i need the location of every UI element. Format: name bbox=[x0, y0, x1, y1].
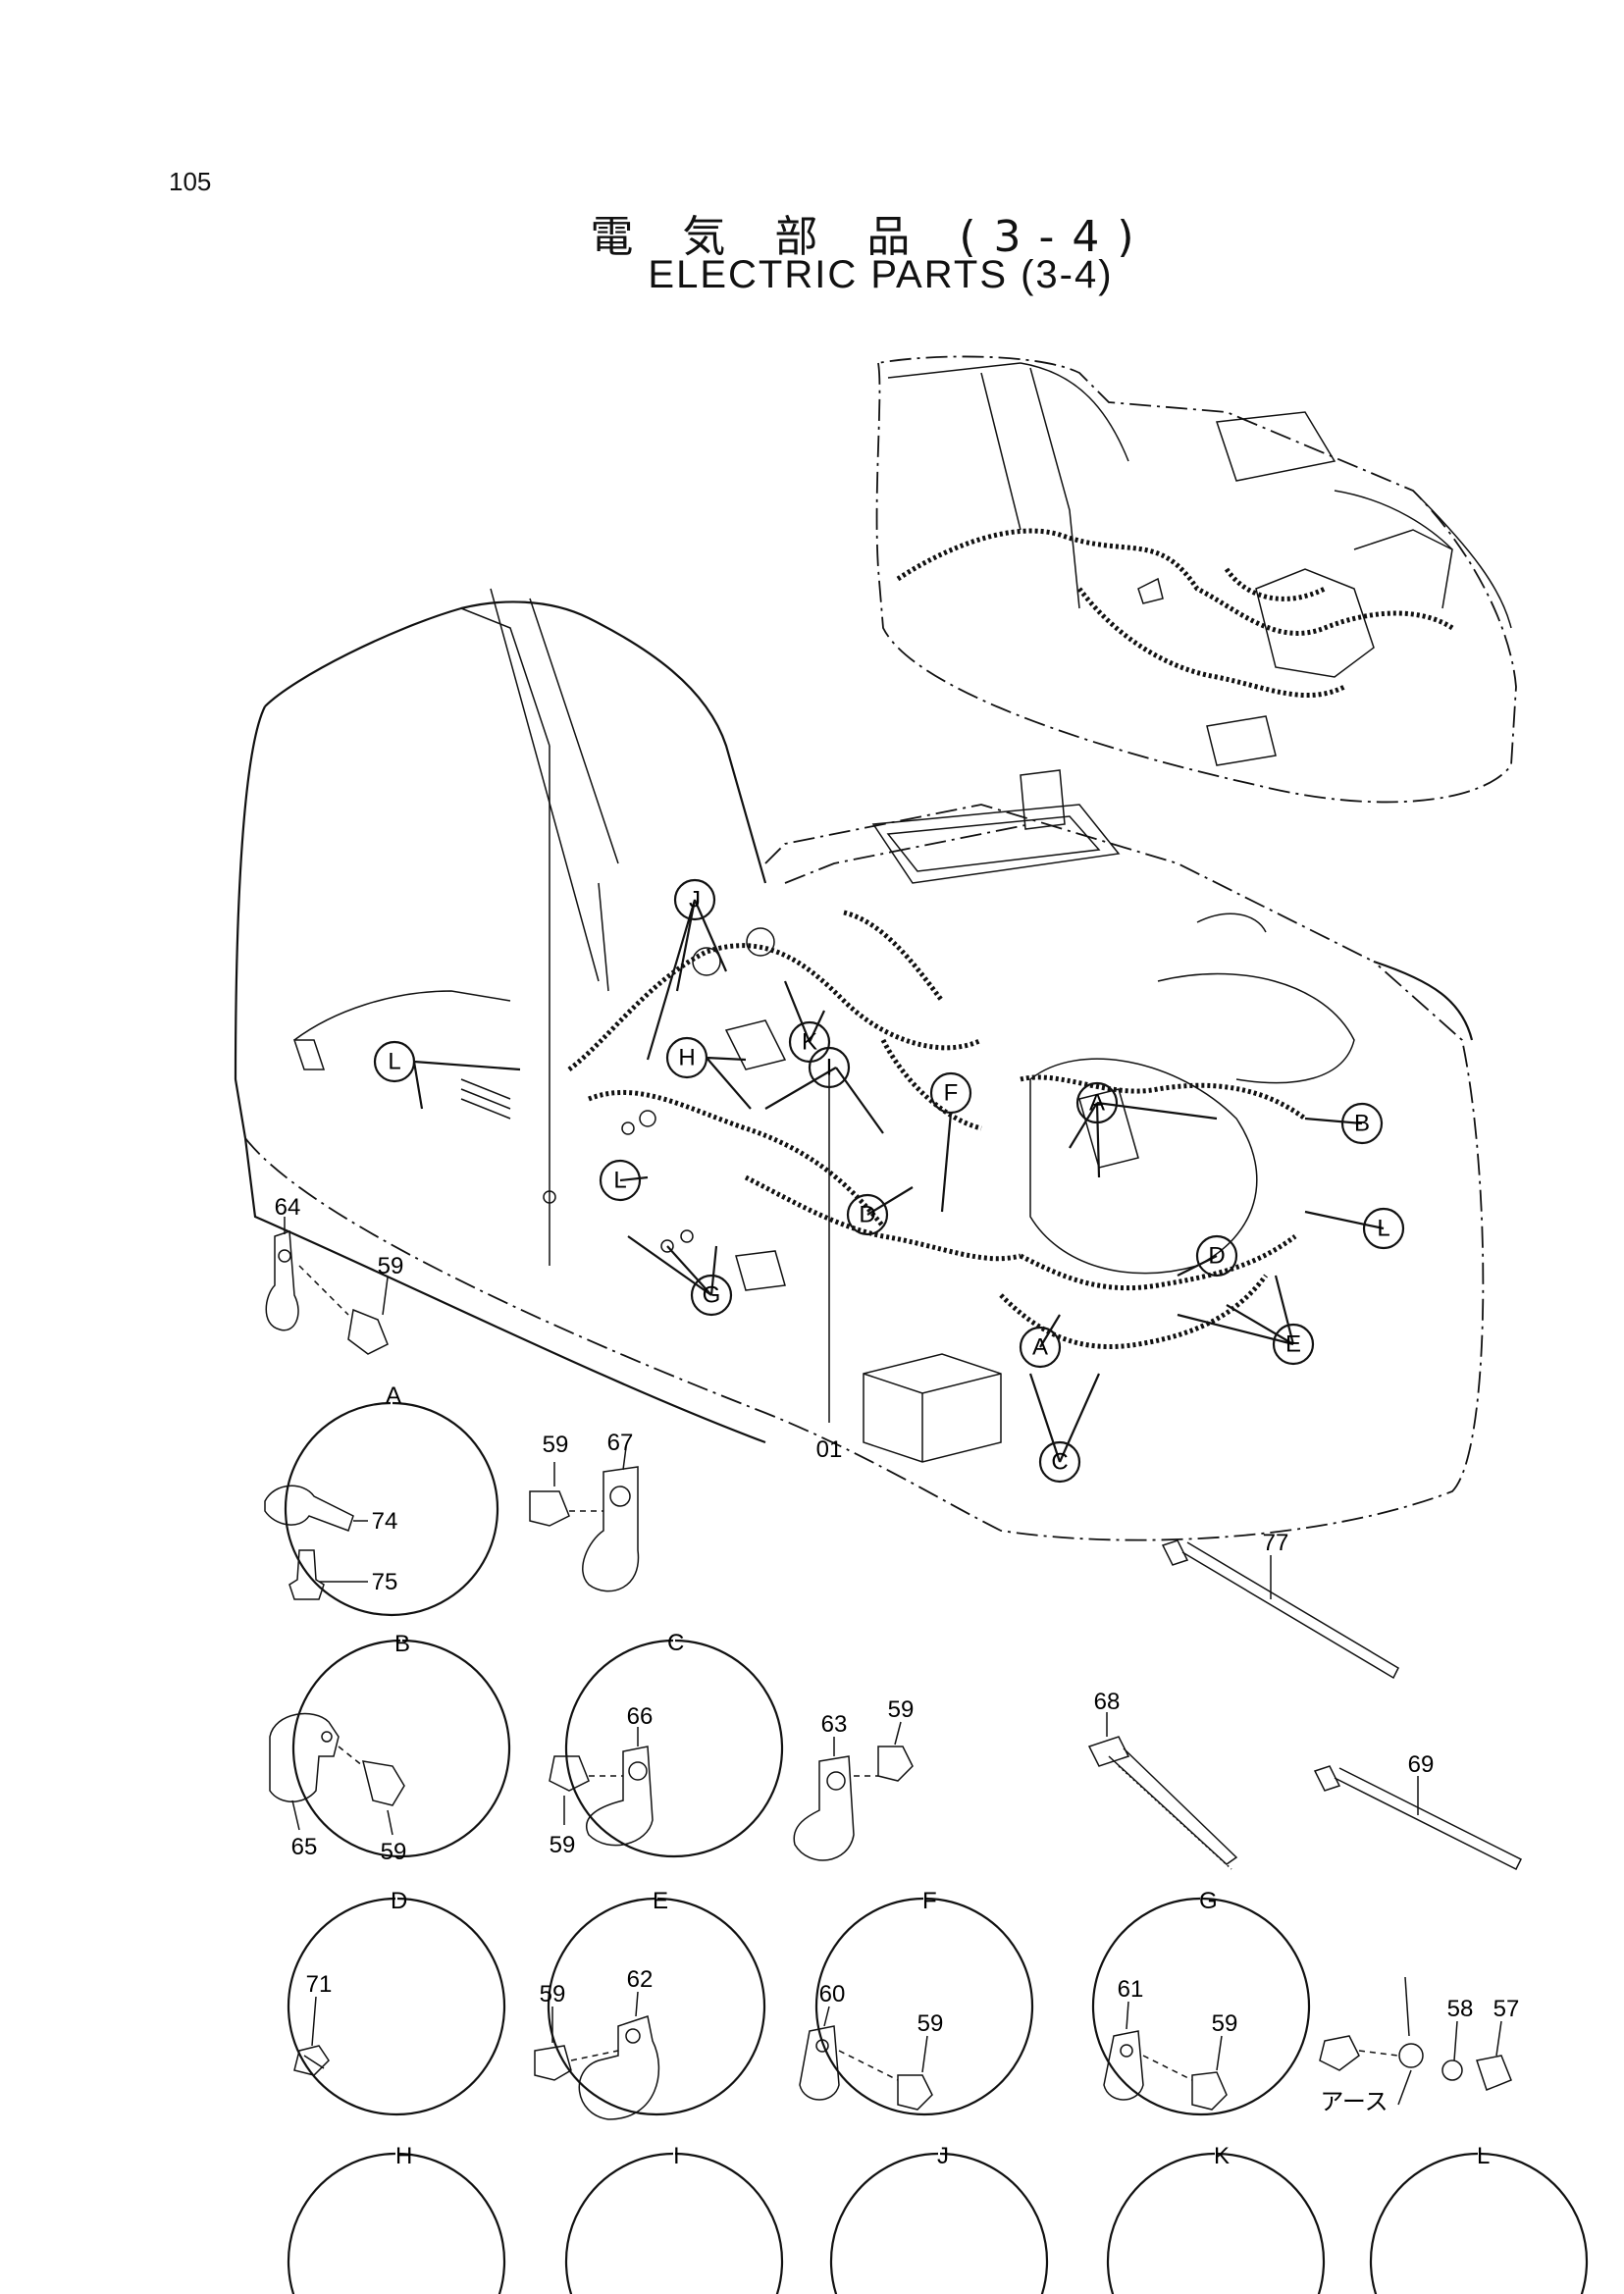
cable-tie-77: 77 bbox=[1161, 1530, 1399, 1680]
svg-text:K: K bbox=[1214, 2143, 1230, 2169]
detail-L: 58 57 アース L bbox=[1319, 1976, 1589, 2294]
callout-L: L bbox=[373, 1040, 416, 1083]
callout-leaders bbox=[412, 899, 1385, 1463]
svg-text:59: 59 bbox=[1212, 2010, 1238, 2037]
detail-K: 61 59 K bbox=[1103, 1976, 1326, 2294]
title-japanese: 電 気 部 品 (3-4) bbox=[590, 212, 1152, 262]
detail-A: 64 59 A bbox=[265, 1194, 499, 1617]
svg-text:L: L bbox=[1377, 1216, 1389, 1242]
detail-F: 63 59 F bbox=[793, 1696, 1034, 2116]
svg-text:D: D bbox=[1208, 1243, 1225, 1270]
detail-H: 71 H bbox=[287, 1971, 506, 2294]
svg-text:59: 59 bbox=[888, 1696, 915, 1723]
detail-B: 74 75 B bbox=[264, 1485, 511, 1858]
svg-text:62: 62 bbox=[627, 1966, 654, 1993]
svg-text:A: A bbox=[1089, 1090, 1105, 1117]
svg-text:63: 63 bbox=[821, 1711, 848, 1738]
svg-text:77: 77 bbox=[1263, 1530, 1289, 1556]
svg-text:H: H bbox=[678, 1045, 695, 1071]
callout-J: J bbox=[673, 878, 716, 921]
detail-G: 68 G bbox=[1087, 1689, 1311, 2116]
svg-text:01: 01 bbox=[816, 1436, 843, 1463]
inset-machine-overview bbox=[875, 355, 1517, 804]
svg-text:59: 59 bbox=[917, 2010, 944, 2037]
detail-E: 59 66 E bbox=[547, 1703, 766, 2116]
callout-F: F bbox=[929, 1071, 972, 1115]
callout-G: G bbox=[690, 1274, 733, 1317]
svg-text:A: A bbox=[1032, 1334, 1048, 1361]
callout-H: H bbox=[665, 1036, 708, 1079]
detail-J: 60 59 J bbox=[799, 1981, 1049, 2294]
svg-text:64: 64 bbox=[275, 1194, 301, 1221]
callout-A: A bbox=[1019, 1326, 1062, 1369]
svg-text:59: 59 bbox=[543, 1432, 569, 1458]
svg-text:71: 71 bbox=[306, 1971, 333, 1998]
main-machine-view bbox=[234, 588, 1485, 1541]
callout-E: E bbox=[1272, 1323, 1315, 1366]
svg-text:G: G bbox=[703, 1282, 721, 1309]
detail-C: 59 67 C bbox=[529, 1430, 784, 1858]
detail-I: 59 62 I bbox=[534, 1966, 784, 2294]
svg-text:J: J bbox=[937, 2143, 949, 2169]
svg-text:H: H bbox=[395, 2143, 412, 2169]
svg-text:66: 66 bbox=[627, 1703, 654, 1730]
svg-text:D: D bbox=[391, 1888, 407, 1914]
svg-text:67: 67 bbox=[607, 1430, 634, 1456]
cable-tie-69: 69 bbox=[1313, 1751, 1523, 1871]
svg-text:E: E bbox=[653, 1888, 668, 1914]
page-number: 105 bbox=[169, 167, 212, 196]
svg-text:L: L bbox=[388, 1049, 400, 1075]
svg-text:A: A bbox=[386, 1382, 401, 1409]
main-callouts: J K L H I F A B L D L G D A E C bbox=[373, 878, 1405, 1484]
svg-text:E: E bbox=[1285, 1331, 1301, 1358]
svg-text:F: F bbox=[922, 1888, 937, 1914]
svg-text:I: I bbox=[673, 2143, 680, 2169]
svg-text:74: 74 bbox=[372, 1508, 398, 1535]
svg-text:60: 60 bbox=[819, 1981, 846, 2007]
svg-text:69: 69 bbox=[1408, 1751, 1435, 1778]
svg-text:65: 65 bbox=[291, 1834, 318, 1860]
svg-text:57: 57 bbox=[1493, 1996, 1520, 2022]
svg-text:C: C bbox=[1051, 1449, 1068, 1476]
callout-D: D bbox=[846, 1193, 889, 1236]
harness-label: 01 bbox=[816, 1436, 843, 1463]
svg-text:68: 68 bbox=[1094, 1689, 1121, 1715]
title-english: ELECTRIC PARTS (3-4) bbox=[648, 253, 1114, 296]
svg-text:K: K bbox=[802, 1029, 817, 1056]
callout-D: D bbox=[1195, 1234, 1238, 1277]
callout-L: L bbox=[1362, 1207, 1405, 1250]
detail-D: 65 59 D bbox=[269, 1712, 506, 2116]
svg-text:I: I bbox=[826, 1055, 833, 1081]
svg-text:B: B bbox=[394, 1631, 410, 1657]
svg-text:75: 75 bbox=[372, 1569, 398, 1595]
svg-text:59: 59 bbox=[550, 1832, 576, 1858]
callout-B: B bbox=[1340, 1102, 1384, 1145]
callout-I: I bbox=[808, 1046, 851, 1089]
svg-text:59: 59 bbox=[381, 1839, 407, 1865]
svg-text:58: 58 bbox=[1447, 1996, 1474, 2022]
svg-text:B: B bbox=[1354, 1111, 1370, 1137]
callout-A: A bbox=[1075, 1081, 1119, 1124]
svg-text:L: L bbox=[613, 1168, 626, 1194]
svg-text:59: 59 bbox=[378, 1253, 404, 1279]
ground-label: アース bbox=[1320, 2089, 1388, 2115]
callout-L: L bbox=[599, 1159, 642, 1202]
svg-text:G: G bbox=[1199, 1888, 1218, 1914]
svg-text:59: 59 bbox=[540, 1981, 566, 2007]
svg-text:F: F bbox=[944, 1080, 959, 1107]
svg-text:C: C bbox=[667, 1630, 684, 1656]
callout-C: C bbox=[1038, 1440, 1081, 1484]
svg-text:L: L bbox=[1477, 2143, 1490, 2169]
svg-text:D: D bbox=[859, 1202, 875, 1228]
callout-K: K bbox=[788, 1020, 831, 1064]
svg-text:J: J bbox=[689, 887, 701, 913]
svg-text:61: 61 bbox=[1118, 1976, 1144, 2003]
